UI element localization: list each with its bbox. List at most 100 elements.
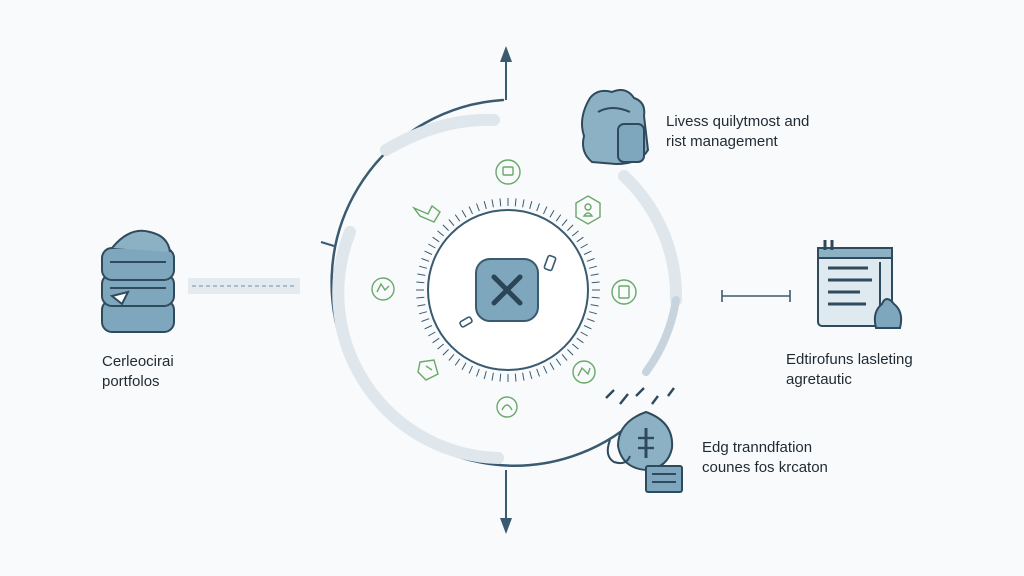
- tick-mark: [561, 219, 568, 227]
- tick-mark: [571, 343, 579, 350]
- tick-mark: [476, 203, 480, 212]
- tick-mark: [424, 250, 433, 255]
- tick-ring: [416, 198, 600, 382]
- tick-mark: [416, 281, 425, 284]
- tick-mark: [522, 372, 525, 381]
- outer-ring-tick: [320, 241, 335, 247]
- tick-mark: [448, 219, 455, 227]
- tick-mark: [514, 198, 517, 207]
- label-bottom-right-line1: Edg tranndfation: [702, 439, 813, 456]
- tick-mark: [424, 325, 433, 330]
- center-close-icon[interactable]: [475, 258, 539, 322]
- satellite-icon-bottom-right: [572, 360, 596, 384]
- tick-mark: [461, 362, 467, 370]
- track-arc-right: [618, 170, 683, 306]
- label-top-right-line1: Livess quilytmost and: [666, 113, 810, 130]
- tick-mark: [417, 273, 426, 276]
- tick-mark: [514, 373, 517, 382]
- tick-mark: [543, 365, 548, 374]
- tick-mark: [499, 198, 502, 207]
- tick-mark: [580, 331, 588, 337]
- label-risk-management: Livess quilytmost and rist management: [666, 112, 809, 152]
- tick-mark: [536, 203, 540, 212]
- floating-mark-b: [459, 316, 473, 328]
- tick-mark: [571, 230, 579, 237]
- shield-plant-icon: [605, 387, 683, 493]
- tick-mark: [432, 337, 440, 344]
- tick-mark: [590, 304, 599, 307]
- tick-mark: [428, 243, 436, 249]
- tick-mark: [468, 365, 473, 374]
- tick-mark: [561, 353, 568, 361]
- tick-mark: [555, 358, 562, 366]
- vertical-arrow-top: [500, 46, 512, 100]
- tick-mark: [442, 349, 449, 356]
- tick-mark: [483, 370, 487, 380]
- tick-mark: [576, 236, 584, 243]
- tick-mark: [555, 214, 562, 222]
- tick-mark: [567, 349, 574, 356]
- tick-mark: [418, 265, 428, 269]
- satellite-icon-top-right: [575, 195, 601, 225]
- tick-mark: [428, 331, 436, 337]
- tick-mark: [543, 206, 548, 215]
- satellite-icon-right: [611, 279, 637, 305]
- tick-mark: [499, 373, 502, 382]
- tick-mark: [491, 372, 494, 381]
- tick-mark: [483, 200, 487, 210]
- tick-mark: [549, 362, 555, 370]
- label-left-line1: Cerleocirai: [102, 353, 174, 370]
- tick-mark: [583, 325, 592, 330]
- label-right-line2: agretautic: [786, 371, 852, 388]
- track-arc-left: [332, 226, 504, 464]
- satellite-icon-bottom: [496, 396, 518, 418]
- label-top-right-line2: rist management: [666, 133, 778, 150]
- tick-mark: [588, 311, 598, 315]
- tick-mark: [418, 311, 428, 315]
- tick-mark: [442, 224, 449, 231]
- tick-mark: [437, 230, 445, 237]
- label-portfolios: Cerleocirai portfolos: [102, 352, 174, 392]
- vertical-arrow-bottom: [500, 470, 512, 534]
- tick-mark: [586, 258, 595, 262]
- connector-left: [188, 278, 300, 294]
- satellite-icon-top-left: [411, 204, 441, 223]
- tick-mark: [590, 273, 599, 276]
- tick-mark: [417, 304, 426, 307]
- tick-mark: [567, 224, 574, 231]
- label-right: Edtirofuns lasleting agretautic: [786, 350, 913, 390]
- tick-mark: [461, 210, 467, 218]
- satellite-icon-left: [371, 277, 395, 301]
- tick-mark: [586, 318, 595, 322]
- tick-mark: [421, 318, 430, 322]
- tick-mark: [448, 353, 455, 361]
- satellite-icon-bottom-left: [417, 359, 439, 381]
- tick-mark: [468, 206, 473, 215]
- database-stack-icon: [101, 229, 175, 333]
- tick-mark: [421, 258, 430, 262]
- tick-mark: [416, 296, 425, 299]
- tick-mark: [591, 296, 600, 299]
- tick-mark: [529, 200, 533, 210]
- tick-mark: [437, 343, 445, 350]
- tick-mark: [522, 199, 525, 208]
- tick-mark: [583, 250, 592, 255]
- tick-mark: [591, 281, 600, 284]
- label-bottom-right-line2: counes fos krcaton: [702, 459, 828, 476]
- label-left-line2: portfolos: [102, 373, 160, 390]
- document-panel-icon: [817, 240, 903, 329]
- cloud-stack-icon: [581, 89, 650, 166]
- label-right-line1: Edtirofuns lasleting: [786, 351, 913, 368]
- tick-mark: [432, 236, 440, 243]
- tick-mark: [549, 210, 555, 218]
- tick-mark: [454, 358, 461, 366]
- connector-right: [721, 290, 791, 302]
- tick-mark: [529, 370, 533, 380]
- tick-mark: [580, 243, 588, 249]
- tick-mark: [491, 199, 494, 208]
- satellite-icon-top: [495, 159, 521, 185]
- label-bottom-right: Edg tranndfation counes fos krcaton: [702, 438, 828, 478]
- track-arc-top: [380, 113, 500, 156]
- tick-mark: [454, 214, 461, 222]
